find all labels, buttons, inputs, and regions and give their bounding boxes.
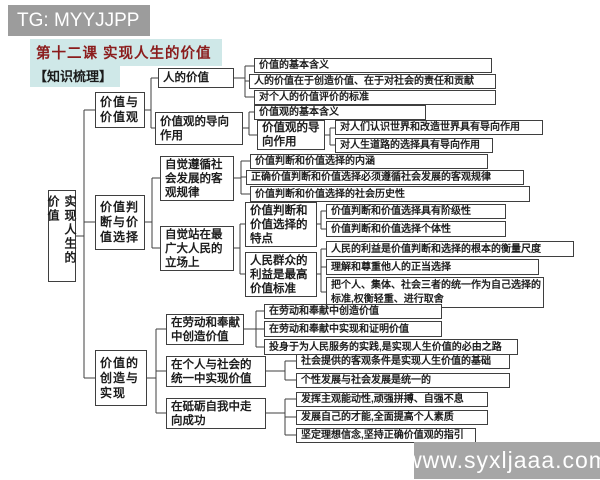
leaf-human-value-contribution: 人的价值在于创造价值、在于对社会的责任和贡献 (249, 74, 496, 89)
leaf-class-nature: 价值判断和价值选择具有阶级性 (326, 204, 506, 219)
node-realize-value-in-society: 在个人与社会的统一中实现价值 (166, 356, 266, 387)
leaf-guide-life-path-choice: 对人生道路的选择具有导向作用 (335, 138, 493, 153)
node-people-interest-highest-standard: 人民群众的利益是最高价值标准 (245, 252, 317, 297)
leaf-value-basic-meaning: 价值的基本含义 (254, 58, 492, 73)
branch-judgment-and-choice: 价值判断与价值选择 (95, 195, 145, 250)
leaf-subjective-initiative-striving: 发挥主观能动性,顽强拼搏、自强不息 (296, 392, 488, 407)
leaf-people-interest-measure: 人民的利益是价值判断和选择的根本的衡量尺度 (326, 241, 574, 257)
leaf-unity-individual-collective-society: 把个人、集体、社会三者的统一作为自己选择的标准,权衡轻重、进行取舍 (326, 277, 544, 308)
leaf-evaluation-standard: 对个人的价值评价的标准 (254, 90, 496, 105)
leaf-social-conditions-foundation: 社会提供的客观条件是实现人生价值的基础 (296, 354, 510, 369)
leaf-respect-others-choice: 理解和尊重他人的正当选择 (326, 259, 539, 275)
root-node: 实现人生的价值 (46, 190, 77, 282)
leaf-develop-talent-improve-quality: 发展自己的才能,全面提高个人素质 (296, 410, 488, 425)
node-values-guiding-role: 价值观的导向作用 (155, 112, 243, 145)
leaf-realize-prove-value-in-labor: 在劳动和奉献中实现和证明价值 (264, 321, 442, 337)
leaf-social-historical-nature: 价值判断和价值选择的社会历史性 (250, 186, 530, 202)
leaf-correct-judgment-follow-law: 正确价值判断和价值选择必须遵循社会发展的客观规律 (246, 170, 524, 185)
node-human-value: 人的价值 (158, 68, 234, 88)
leaf-create-value-in-labor: 在劳动和奉献中创造价值 (264, 304, 442, 319)
node-guiding-role-inner: 价值观的导向作用 (257, 120, 325, 150)
leaf-firm-ideals-correct-values: 坚定理想信念,坚持正确价值观的指引 (296, 428, 476, 443)
section-label: 【知识梳理】 (30, 64, 121, 87)
leaf-serve-people-necessary-road: 投身于为人民服务的实践,是实现人生价值的必由之路 (264, 339, 518, 355)
node-judgment-choice-features: 价值判断和价值选择的特点 (245, 202, 317, 247)
leaf-values-basic-meaning: 价值观的基本含义 (254, 105, 426, 120)
node-follow-social-law: 自觉遵循社会发展的客观规律 (160, 156, 234, 201)
leaf-guide-knowing-transforming-world: 对人们认识世界和改造世界具有导向作用 (335, 120, 543, 135)
corner-tag: TG: MYYJJPP (8, 5, 150, 36)
leaf-judgment-choice-connotation: 价值判断和价值选择的内涵 (250, 154, 488, 169)
leaf-individual-nature: 价值判断和价值选择个体性 (326, 221, 506, 237)
page-title: 第十二课 实现人生的价值 (30, 39, 222, 66)
leaf-individual-social-development-unified: 个性发展与社会发展是统一的 (296, 373, 510, 388)
node-stand-with-people: 自觉站在最广大人民的立场上 (160, 226, 234, 271)
watermark: www.syxljaaa.com (405, 442, 600, 479)
node-success-through-self-tempering: 在砥砺自我中走向成功 (166, 398, 266, 429)
branch-values-and-outlook: 价值与价值观 (95, 92, 145, 128)
node-create-value-in-labor: 在劳动和奉献中创造价值 (166, 314, 244, 345)
branch-creation-and-realization: 价值的创造与实现 (95, 350, 147, 406)
